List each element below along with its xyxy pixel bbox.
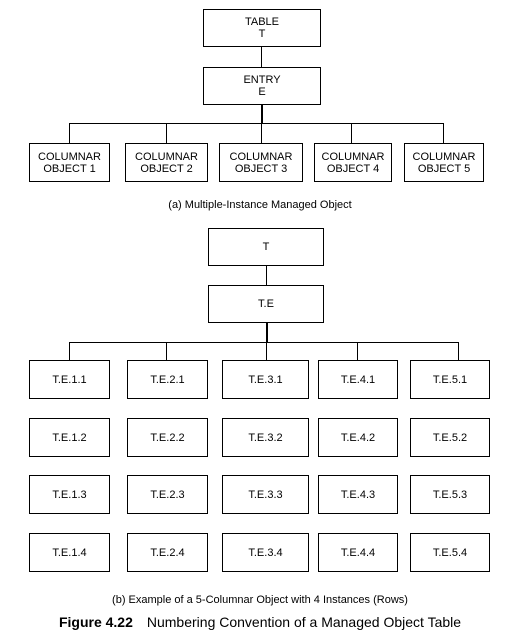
instance-box: T.E.2.3 xyxy=(127,475,208,514)
instance-box: T.E.4.4 xyxy=(318,533,398,572)
object-label: OBJECT 2 xyxy=(140,162,193,175)
instance-box: T.E.4.3 xyxy=(318,475,398,514)
instance-label: T.E.3.1 xyxy=(248,373,283,386)
columnar-label: COLUMNAR xyxy=(229,150,293,163)
columnar-object-3: COLUMNAR OBJECT 3 xyxy=(219,143,303,182)
connector xyxy=(266,323,268,342)
instance-label: T.E.2.2 xyxy=(150,431,185,444)
instance-box: T.E.4.2 xyxy=(318,418,398,457)
instance-box: T.E.1.3 xyxy=(29,475,110,514)
instance-label: T.E.5.1 xyxy=(432,373,468,386)
connector xyxy=(261,105,263,123)
instance-box: T.E.1.1 xyxy=(29,360,110,399)
instance-box: T.E.4.1 xyxy=(318,360,398,399)
table-label: TABLE xyxy=(244,16,280,28)
figure-number: Figure 4.22 xyxy=(58,614,133,630)
instance-label: T.E.1.4 xyxy=(52,546,87,559)
connector xyxy=(69,123,70,143)
object-label: OBJECT 4 xyxy=(326,162,380,175)
instance-label: T.E.5.4 xyxy=(432,546,468,559)
entry-box-b: T.E xyxy=(208,285,324,323)
connector xyxy=(266,342,267,360)
table-symbol: T xyxy=(258,28,266,40)
connector xyxy=(166,342,167,360)
root-box: T xyxy=(208,228,324,266)
connector xyxy=(261,47,262,67)
figure-caption: Figure 4.22 Numbering Convention of a Man… xyxy=(0,614,520,630)
instance-label: T.E.2.4 xyxy=(150,546,185,559)
instance-box: T.E.3.3 xyxy=(222,475,309,514)
connector xyxy=(69,123,443,124)
entry-label-b: T.E xyxy=(258,298,274,310)
instance-label: T.E.3.3 xyxy=(248,488,283,501)
object-label: OBJECT 3 xyxy=(234,162,288,175)
instance-box: T.E.3.4 xyxy=(222,533,309,572)
connector xyxy=(443,123,444,143)
instance-label: T.E.1.2 xyxy=(52,431,87,444)
connector xyxy=(351,123,352,143)
instance-box: T.E.5.3 xyxy=(410,475,490,514)
object-label: OBJECT 1 xyxy=(43,162,96,175)
instance-label: T.E.5.2 xyxy=(432,431,468,444)
columnar-object-4: COLUMNAR OBJECT 4 xyxy=(314,143,392,182)
instance-box: T.E.3.1 xyxy=(222,360,309,399)
table-box: TABLE T xyxy=(203,9,321,47)
columnar-label: COLUMNAR xyxy=(321,150,385,163)
connector xyxy=(357,342,358,360)
caption-b: (b) Example of a 5-Columnar Object with … xyxy=(112,594,408,606)
object-label: OBJECT 5 xyxy=(417,162,471,175)
entry-symbol: E xyxy=(258,86,266,98)
instance-label: T.E.4.3 xyxy=(340,488,376,501)
instance-box: T.E.2.4 xyxy=(127,533,208,572)
columnar-label: COLUMNAR xyxy=(38,150,101,163)
instance-label: T.E.4.2 xyxy=(340,431,376,444)
instance-box: T.E.2.2 xyxy=(127,418,208,457)
connector xyxy=(69,342,70,360)
instance-box: T.E.3.2 xyxy=(222,418,309,457)
instance-box: T.E.5.2 xyxy=(410,418,490,457)
connector xyxy=(166,123,167,143)
instance-box: T.E.1.4 xyxy=(29,533,110,572)
instance-label: T.E.2.3 xyxy=(150,488,185,501)
entry-box: ENTRY E xyxy=(203,67,321,105)
instance-label: T.E.3.4 xyxy=(248,546,283,559)
columnar-object-1: COLUMNAR OBJECT 1 xyxy=(29,143,110,182)
caption-a: (a) Multiple-Instance Managed Object xyxy=(168,199,352,211)
connector xyxy=(69,342,458,343)
connector xyxy=(266,266,267,285)
columnar-label: COLUMNAR xyxy=(135,150,198,163)
instance-label: T.E.1.1 xyxy=(52,373,87,386)
figure-title: Numbering Convention of a Managed Object… xyxy=(146,614,462,630)
instance-label: T.E.2.1 xyxy=(150,373,185,386)
instance-box: T.E.2.1 xyxy=(127,360,208,399)
columnar-label: COLUMNAR xyxy=(412,150,476,163)
instance-box: T.E.5.4 xyxy=(410,533,490,572)
instance-box: T.E.1.2 xyxy=(29,418,110,457)
instance-label: T.E.4.1 xyxy=(340,373,376,386)
entry-label: ENTRY xyxy=(243,74,281,86)
instance-label: T.E.1.3 xyxy=(52,488,87,501)
columnar-object-2: COLUMNAR OBJECT 2 xyxy=(125,143,208,182)
connector xyxy=(458,342,459,360)
root-label: T xyxy=(262,241,270,253)
instance-label: T.E.4.4 xyxy=(340,546,376,559)
instance-label: T.E.5.3 xyxy=(432,488,468,501)
connector xyxy=(261,123,262,143)
columnar-object-5: COLUMNAR OBJECT 5 xyxy=(404,143,484,182)
instance-label: T.E.3.2 xyxy=(248,431,283,444)
instance-box: T.E.5.1 xyxy=(410,360,490,399)
